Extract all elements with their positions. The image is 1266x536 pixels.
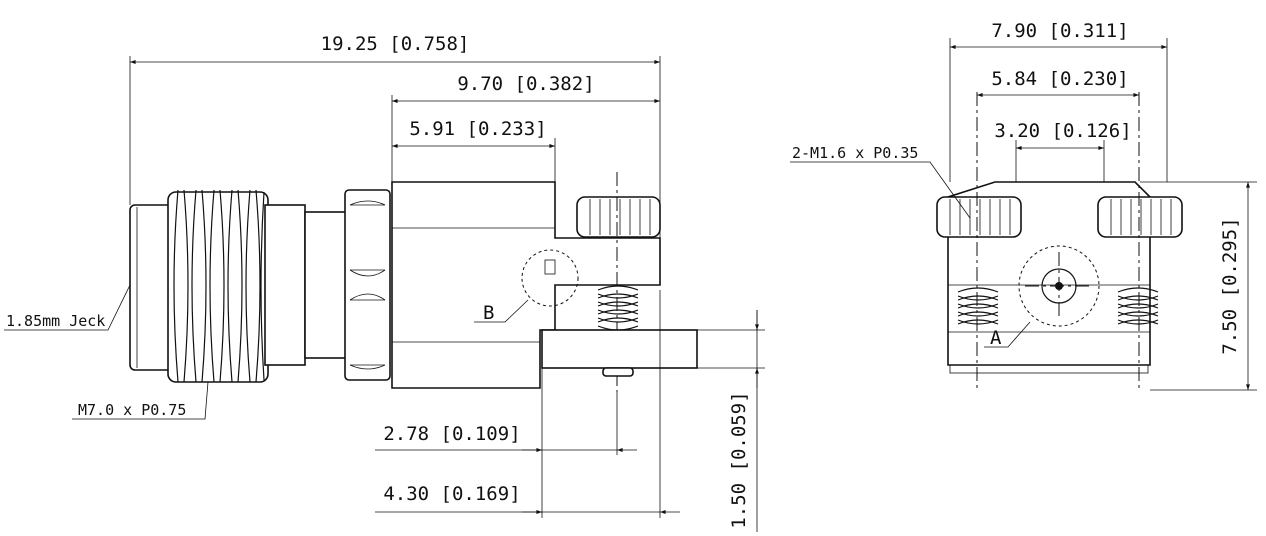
screw-coil xyxy=(597,285,639,331)
shoulder xyxy=(264,204,306,366)
neck xyxy=(304,211,348,359)
pin-tab xyxy=(541,329,698,377)
leader-thread xyxy=(72,381,209,420)
dim-inner-spacing: 3.20 [0.126] xyxy=(994,120,1131,142)
label-screw-thread: 2-M1.6 x P0.35 xyxy=(792,144,918,162)
hex-nut xyxy=(344,189,391,381)
label-detail-b: B xyxy=(483,302,494,324)
end-screw-head-left xyxy=(936,196,1022,238)
dim-screw-offset: 2.78 [0.109] xyxy=(383,423,520,445)
end-view: 7.90 [0.311] 5.84 [0.230] 3.20 [0.126] 7… xyxy=(790,20,1257,392)
leader-detail-b xyxy=(474,299,529,323)
end-coil-left xyxy=(957,287,999,325)
label-detail-a: A xyxy=(990,327,1002,349)
label-thread: M7.0 x P0.75 xyxy=(78,401,186,419)
side-extension-lines xyxy=(129,56,765,518)
leader-screw-thread xyxy=(790,161,971,219)
leader-jack xyxy=(4,284,131,331)
end-screw-head-right xyxy=(1097,196,1183,238)
detail-a-circle xyxy=(1018,245,1100,327)
thread-section xyxy=(167,189,269,383)
dim-flange-to-step: 5.91 [0.233] xyxy=(409,118,546,140)
dim-end-height: 7.50 [0.295] xyxy=(1219,217,1241,354)
end-coil-right xyxy=(1117,287,1159,325)
screw-head-top xyxy=(576,196,661,238)
main-body xyxy=(391,181,661,389)
dim-pin-thickness: 1.50 [0.059] xyxy=(728,391,750,528)
dim-screw-spacing: 5.84 [0.230] xyxy=(991,68,1128,90)
dim-pin-length: 4.30 [0.169] xyxy=(383,483,520,505)
dim-body-to-end: 9.70 [0.382] xyxy=(457,73,594,95)
dim-overall-length: 19.25 [0.758] xyxy=(321,33,470,55)
side-view: 19.25 [0.758] 9.70 [0.382] 5.91 [0.233] … xyxy=(4,33,765,532)
dim-end-width: 7.90 [0.311] xyxy=(991,20,1128,42)
detail-b-circle xyxy=(521,249,579,307)
label-jack: 1.85mm Jeck xyxy=(6,312,105,330)
leader-detail-a xyxy=(984,321,1031,348)
